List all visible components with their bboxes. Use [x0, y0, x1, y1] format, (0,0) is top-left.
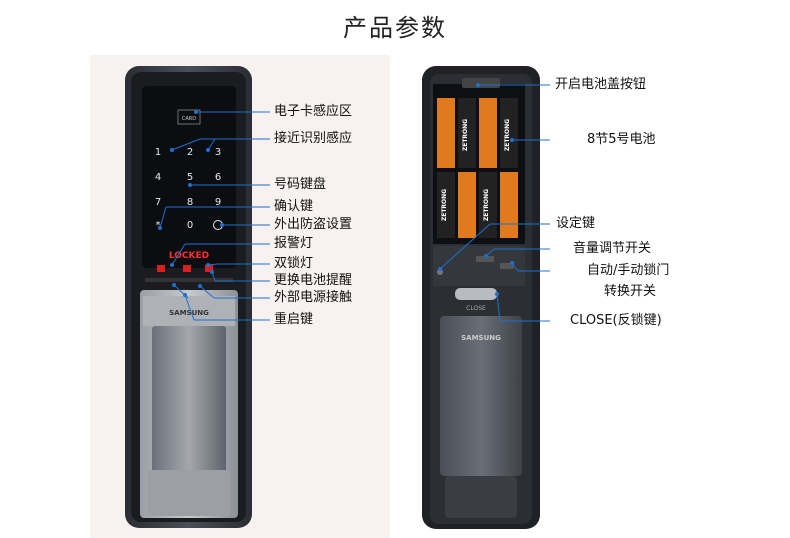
key-6: 6 [215, 172, 221, 183]
key-9: 9 [215, 197, 221, 208]
battery-label-2: ZETRONG [504, 119, 511, 151]
label-reset-key: 重启键 [274, 312, 314, 327]
close-label: CLOSE [466, 305, 486, 312]
card-label: CARD [182, 116, 196, 122]
label-setting-key: 设定键 [556, 216, 596, 231]
label-auto-manual-2: 转换开关 [604, 284, 657, 299]
key-0: 0 [187, 220, 193, 231]
label-confirm-key: 确认键 [274, 199, 314, 214]
battery-cover-button [462, 78, 500, 88]
alarm-led [157, 265, 165, 272]
auto-manual-switch [500, 263, 514, 269]
label-external-power: 外部电源接触 [274, 290, 353, 305]
key-3: 3 [215, 147, 221, 158]
battery-label-4: ZETRONG [483, 189, 490, 221]
left-keypad-glass [142, 86, 236, 268]
battery-label-3: ZETRONG [441, 189, 448, 221]
battery-label-1: ZETRONG [462, 119, 469, 151]
label-battery-cover-button: 开启电池盖按钮 [555, 77, 647, 92]
label-batteries: 8节5号电池 [587, 132, 656, 147]
volume-switch [476, 256, 494, 262]
label-close-key: CLOSE(反锁键) [570, 313, 662, 328]
key-5: 5 [187, 172, 193, 183]
label-card-sensor: 电子卡感应区 [274, 104, 353, 119]
left-handle [152, 326, 226, 476]
key-star: * [156, 220, 161, 231]
label-proximity-sensor: 接近识别感应 [274, 131, 353, 146]
key-2: 2 [187, 147, 193, 158]
locked-indicator: LOCKED [169, 251, 209, 261]
page-title: 产品参数 [343, 14, 447, 42]
close-key [455, 288, 497, 300]
key-1: 1 [155, 147, 161, 158]
label-battery-reminder: 更换电池提醒 [274, 273, 353, 288]
battery-led [205, 265, 213, 272]
setting-key [437, 269, 443, 275]
key-7: 7 [155, 197, 161, 208]
key-8: 8 [187, 197, 193, 208]
card-reader [177, 109, 201, 125]
label-away-security: 外出防盗设置 [274, 217, 353, 232]
key-4: 4 [155, 172, 161, 183]
label-auto-manual-1: 自动/手动锁门 [587, 263, 670, 278]
label-double-lock-light: 双锁灯 [274, 256, 314, 271]
batteries [437, 98, 518, 238]
label-number-keypad: 号码键盘 [274, 177, 327, 192]
left-brand-logo: SAMSUNG [169, 309, 209, 317]
label-volume-switch: 音量调节开关 [573, 241, 652, 256]
double-lock-led [183, 265, 191, 272]
right-brand-logo: SAMSUNG [461, 334, 501, 342]
right-handle [440, 316, 522, 476]
label-alarm-light: 报警灯 [274, 236, 314, 251]
